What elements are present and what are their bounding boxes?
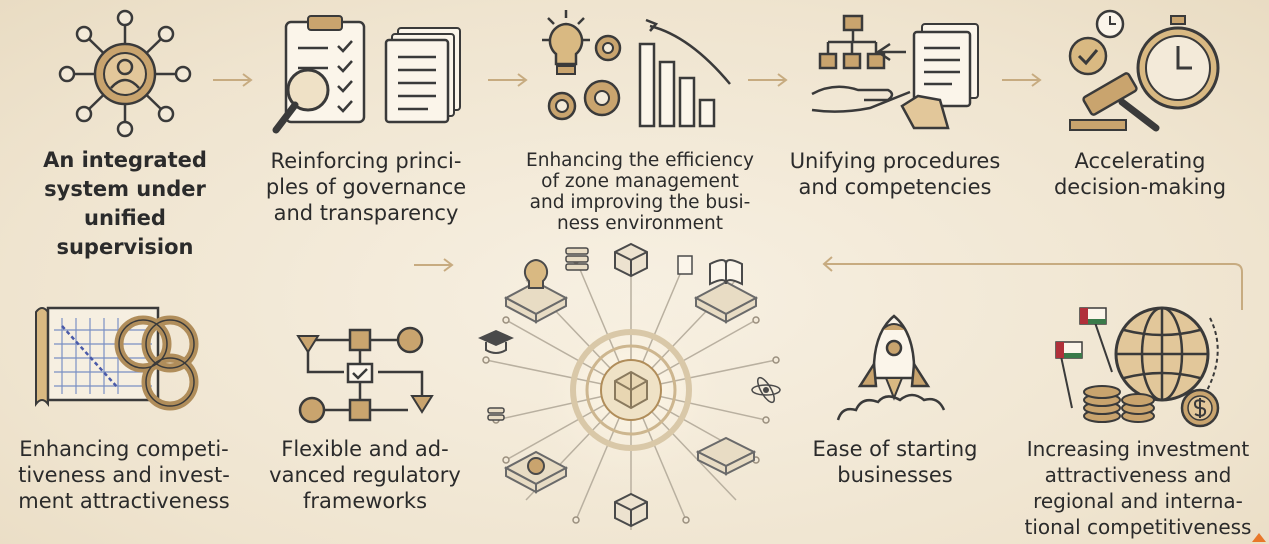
label-line: system under — [44, 177, 206, 201]
lightbulb-gears-chart-icon — [542, 10, 731, 128]
label-line: vanced regulatory — [269, 463, 461, 487]
label-line: Ease of starting — [812, 437, 978, 461]
label-line: and transparency — [273, 201, 459, 225]
label-line: businesses — [837, 463, 953, 487]
step-label-starting-businesses: Ease of starting businesses — [790, 436, 1000, 488]
step-label-investment-regional: Increasing investment attractiveness and… — [1010, 436, 1266, 540]
label-line: ples of governance — [265, 175, 467, 199]
label-line: ness environment — [556, 213, 724, 234]
step-label-integrated-system: An integrated system under unified super… — [20, 146, 230, 262]
corner-marker-icon — [1252, 533, 1266, 542]
step-label-governance: Reinforcing princi- ples of governance a… — [250, 148, 482, 226]
arrow-right-1 — [213, 73, 253, 87]
label-line: Enhancing the efficiency — [526, 150, 754, 171]
label-line: regional and interna- — [1033, 489, 1243, 513]
label-line: tional competitiveness — [1024, 515, 1252, 539]
arrow-right-center — [414, 258, 454, 272]
label-line: Reinforcing princi- — [270, 149, 462, 173]
label-line: Unifying procedures — [789, 149, 1001, 173]
checklist-magnifier-icon — [272, 15, 461, 134]
label-line: Accelerating — [1074, 149, 1206, 173]
globe-flags-coins-icon — [1055, 306, 1220, 428]
step-label-regulatory: Flexible and ad- vanced regulatory frame… — [255, 436, 475, 514]
label-line: Flexible and ad- — [281, 437, 449, 461]
flowchart-hand-icon — [811, 14, 979, 130]
arrow-right-3 — [748, 73, 788, 87]
map-rings-icon — [35, 306, 199, 411]
step-label-decision: Accelerating decision-making — [1030, 148, 1250, 200]
label-line: frameworks — [302, 489, 428, 513]
arrow-return-left — [822, 256, 1243, 310]
step-label-efficiency: Enhancing the efficiency of zone managem… — [505, 150, 775, 234]
label-line: of zone management — [541, 171, 739, 192]
network-people-icon — [58, 9, 192, 138]
rocket-icon — [836, 314, 946, 421]
process-flow-icon — [296, 326, 434, 424]
label-line: ment attractiveness — [18, 489, 230, 513]
label-line: decision-making — [1053, 175, 1227, 199]
label-line: tiveness and invest- — [18, 463, 230, 487]
label-line: Increasing investment — [1026, 437, 1250, 461]
arrow-right-2 — [488, 73, 528, 87]
step-label-procedures: Unifying procedures and competencies — [775, 148, 1015, 200]
central-circuit-hub-illustration — [478, 242, 781, 530]
label-line: Enhancing competi- — [19, 437, 229, 461]
label-line: An integrated — [43, 148, 207, 172]
label-line: supervision — [56, 235, 194, 259]
step-label-competitiveness: Enhancing competi- tiveness and invest- … — [4, 436, 244, 514]
gavel-clock-icon — [1068, 9, 1220, 132]
label-line: attractiveness and — [1044, 463, 1232, 487]
arrow-right-4 — [1002, 73, 1042, 87]
label-line: and improving the busi- — [529, 192, 751, 213]
label-line: unified — [84, 206, 166, 230]
label-line: and competencies — [798, 175, 992, 199]
